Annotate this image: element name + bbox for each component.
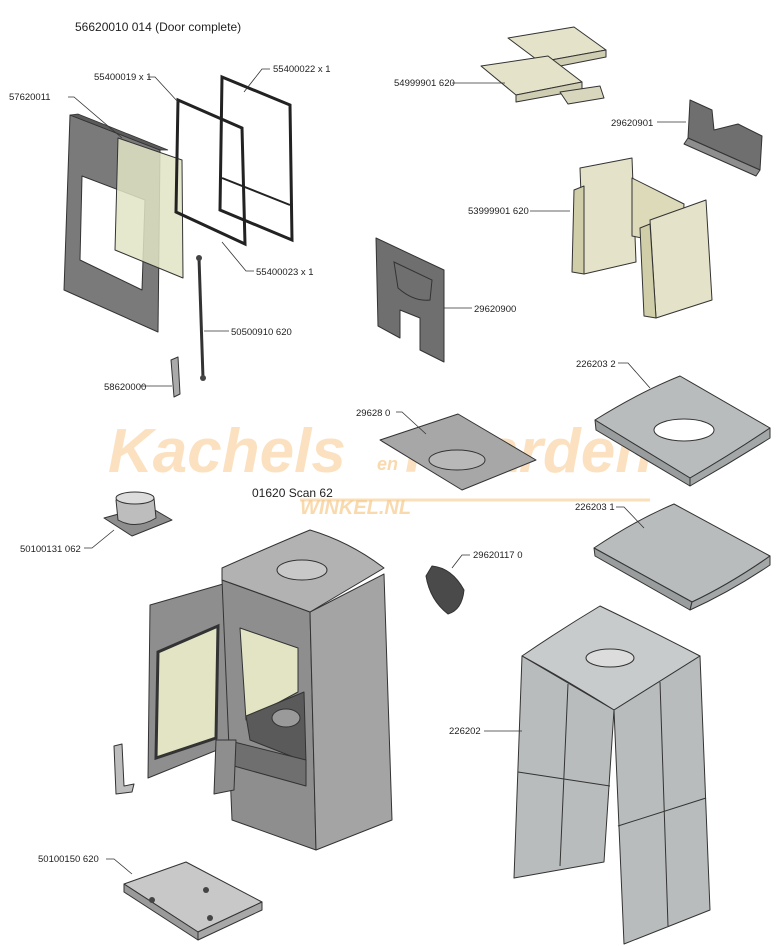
glass-panel-part xyxy=(114,137,184,279)
label-baffle-set: 54999901 620 xyxy=(394,78,455,89)
top-plate-part xyxy=(379,413,537,491)
label-back-plate: 29620900 xyxy=(474,304,516,315)
baffle-plate-part xyxy=(683,99,763,177)
label-rod: 50500910 620 xyxy=(231,327,292,338)
label-liner-set: 53999901 620 xyxy=(468,206,529,217)
label-seal-2: 55400022 x 1 xyxy=(273,64,331,75)
label-baffle-plate: 29620901 xyxy=(611,118,653,129)
stone-top-hole-part xyxy=(594,375,771,487)
label-cover-plate: 29620117 0 xyxy=(473,550,523,561)
seal-55400022-part xyxy=(218,74,294,243)
label-stone-top: 226203 1 xyxy=(575,502,615,513)
cover-plate-part xyxy=(425,565,465,615)
watermark: Kachels en Haarden WINKEL.NL xyxy=(108,417,653,519)
handle-part xyxy=(170,356,181,398)
watermark-brand-a: Kachels xyxy=(108,417,346,486)
label-stone-top-hole: 226203 2 xyxy=(576,359,616,370)
label-top-plate: 29628 0 xyxy=(356,408,390,419)
seal-55400019-part xyxy=(174,97,247,247)
liner-set-part xyxy=(571,157,713,319)
label-seal-1: 55400019 x 1 xyxy=(94,72,152,83)
rod-part xyxy=(196,255,206,381)
model-label: 01620 Scan 62 xyxy=(252,486,333,500)
stone-top-part xyxy=(593,503,771,611)
baffle-set-part xyxy=(480,26,607,105)
label-seal-3: 55400023 x 1 xyxy=(256,267,314,278)
label-ash-pan: 50100150 620 xyxy=(38,854,99,865)
label-stone-sides: 226202 xyxy=(449,726,481,737)
label-handle: 58620000 xyxy=(104,382,146,393)
label-door-frame: 57620011 xyxy=(9,92,51,103)
label-door-complete: 56620010 014 (Door complete) xyxy=(75,20,241,34)
back-plate-part xyxy=(375,237,445,363)
stove-body-part xyxy=(113,529,393,851)
flue-collar-part xyxy=(103,491,173,537)
watermark-sub: WINKEL.NL xyxy=(300,497,411,519)
watermark-brand-join: en xyxy=(377,454,398,474)
ash-pan-part xyxy=(123,861,263,941)
stone-sides-part xyxy=(513,605,711,945)
label-flue-collar: 50100131 062 xyxy=(20,544,81,555)
